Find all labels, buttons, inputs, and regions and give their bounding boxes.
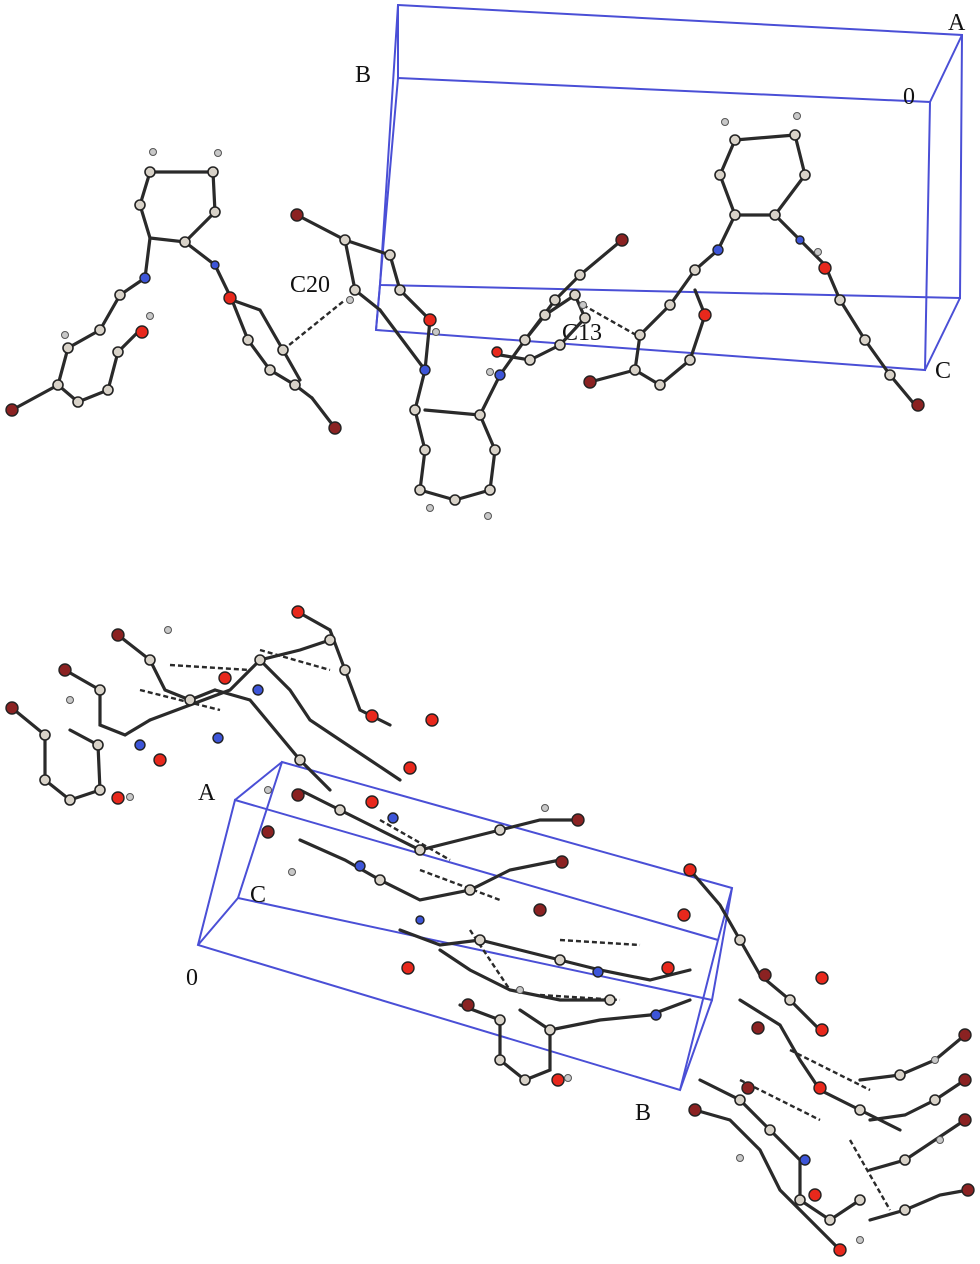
molecule-right	[583, 112, 925, 412]
atom-c20-label: C20	[290, 272, 330, 298]
axis-a-label-bottom: A	[198, 780, 216, 806]
molecule-left	[5, 148, 346, 435]
atom-c13-label: C13	[562, 320, 602, 346]
axis-b-label-bottom: B	[635, 1100, 651, 1126]
axis-a-label-top: A	[948, 10, 966, 36]
unit-cell-box-bottom	[196, 760, 734, 1092]
unit-cell-box-top	[374, 3, 964, 372]
molecule-center-right	[486, 233, 646, 381]
packing-chain	[5, 605, 975, 1257]
top-panel: A B 0 C C20 C13	[5, 3, 966, 520]
axis-c-label-top: C	[935, 358, 951, 384]
molecule-middle	[290, 208, 502, 520]
axis-b-label-top: B	[355, 62, 371, 88]
bottom-panel: A C 0 B	[5, 605, 975, 1257]
axis-c-label-bottom: C	[250, 882, 266, 908]
origin-label-bottom: 0	[186, 965, 198, 991]
origin-label-top: 0	[903, 84, 915, 110]
